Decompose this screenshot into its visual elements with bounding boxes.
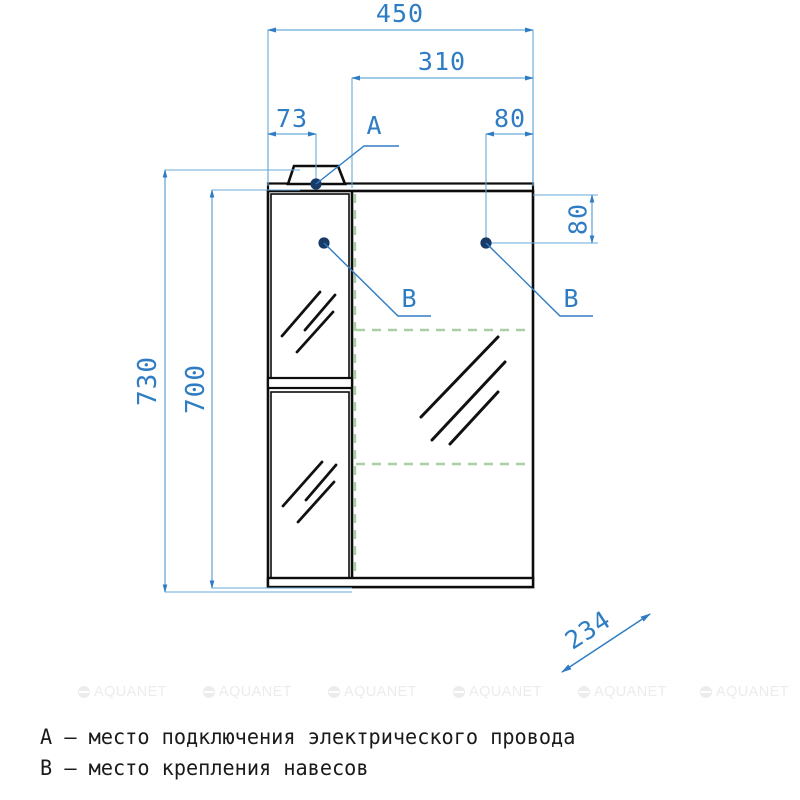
callout-b-right: B <box>480 237 593 317</box>
aquanet-logo-icon <box>453 686 465 698</box>
dimension-label-450: 450 <box>376 0 424 28</box>
dimension-width-overall: 450 <box>267 0 534 186</box>
dimension-label-234: 234 <box>560 605 616 656</box>
callout-a-leader <box>315 145 399 185</box>
dimension-width-mirror-door: 310 <box>351 47 534 188</box>
watermark: AQUANET <box>203 684 292 700</box>
watermark-text: AQUANET <box>469 684 542 700</box>
glass-reflection-left-upper <box>280 290 337 354</box>
aquanet-logo-icon <box>203 686 215 698</box>
aquanet-logo-icon <box>328 686 340 698</box>
dimension-offset-80-horizontal: 80 <box>485 104 534 243</box>
aquanet-logo-icon <box>700 686 712 698</box>
cabinet-body <box>266 164 535 589</box>
legend-line-b: B – место крепления навесов <box>40 756 369 781</box>
callout-b-right-leader <box>485 242 593 317</box>
watermark: AQUANET <box>453 684 542 700</box>
watermark: AQUANET <box>700 684 789 700</box>
callout-a-label: A <box>366 111 381 140</box>
dimension-mount-drop-80: 80 <box>486 194 598 244</box>
watermark-row: AQUANET AQUANET AQUANET AQUANET AQUANET … <box>0 684 800 706</box>
aquanet-logo-icon <box>78 686 90 698</box>
dimension-height-700: 700 <box>181 189 352 589</box>
left-shelf-divider <box>266 376 354 390</box>
dimension-label-700: 700 <box>181 364 211 414</box>
legend: A – место подключения электрического про… <box>40 722 780 784</box>
callout-b-left-leader <box>323 242 431 317</box>
hidden-shelf-lines <box>353 194 532 577</box>
dimension-label-310: 310 <box>418 47 466 76</box>
watermark: AQUANET <box>78 684 167 700</box>
watermark-text: AQUANET <box>594 684 667 700</box>
callout-b-left: B <box>318 237 431 317</box>
watermark: AQUANET <box>578 684 667 700</box>
callout-b-left-label: B <box>401 284 416 313</box>
cabinet-bottom-slab <box>266 576 535 589</box>
legend-line-a: A – место подключения электрического про… <box>40 725 576 750</box>
dimension-offset-73: 73 <box>267 104 317 186</box>
watermark-text: AQUANET <box>219 684 292 700</box>
callout-b-right-label: B <box>563 284 578 313</box>
dimension-line-234 <box>561 613 651 673</box>
aquanet-logo-icon <box>578 686 590 698</box>
glass-reflection-mirror-door <box>419 335 507 446</box>
callout-a: A <box>310 111 399 190</box>
left-lower-panel <box>270 391 350 579</box>
dimension-height-730: 730 <box>133 169 352 593</box>
dimension-depth-234: 234 <box>560 605 651 673</box>
watermark-text: AQUANET <box>94 684 167 700</box>
dimension-label-80-horizontal: 80 <box>494 104 526 133</box>
watermark-text: AQUANET <box>344 684 417 700</box>
dimension-label-73: 73 <box>276 104 308 133</box>
glass-reflection-left-lower <box>281 460 338 524</box>
watermark-text: AQUANET <box>716 684 789 700</box>
dimension-label-80-vertical: 80 <box>564 203 593 235</box>
watermark: AQUANET <box>328 684 417 700</box>
dimension-label-730: 730 <box>133 356 163 406</box>
